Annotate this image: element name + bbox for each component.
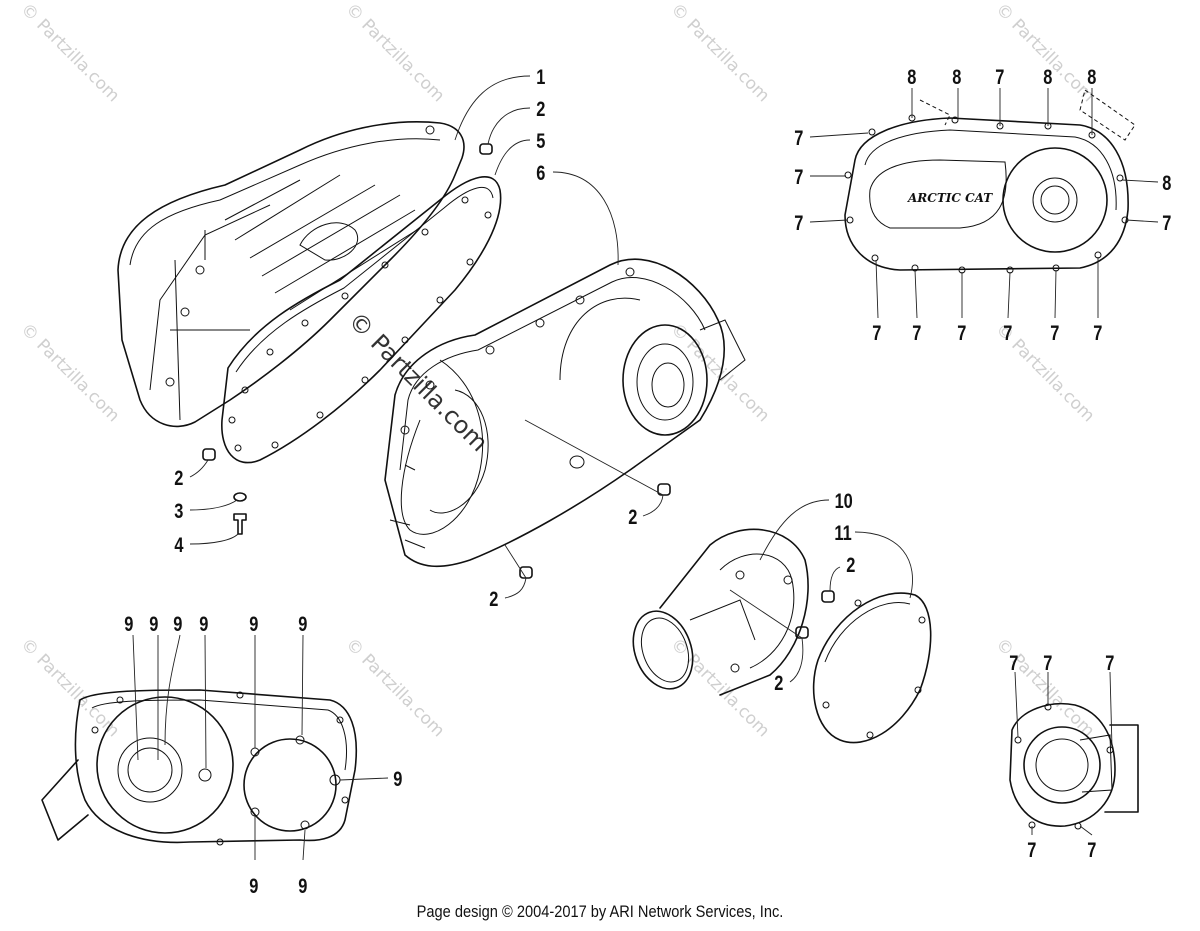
callout-9: 9 — [298, 874, 307, 897]
callout-7: 7 — [1009, 651, 1018, 674]
watermark: © Partzilla.com — [16, 319, 123, 426]
callout-labels: 1 2 5 6 2 3 4 2 2 10 11 2 2 8 8 7 8 8 7 … — [124, 65, 1171, 897]
callout-1: 1 — [536, 65, 545, 88]
callout-8: 8 — [1162, 171, 1171, 194]
watermark: © Partzilla.com — [666, 319, 773, 426]
outer-clutch-cover — [117, 121, 465, 428]
callout-7: 7 — [1087, 838, 1096, 861]
callout-4: 4 — [174, 533, 184, 556]
callout-9: 9 — [173, 612, 182, 635]
small-cover-view — [1009, 703, 1139, 830]
callout-7: 7 — [794, 165, 803, 188]
callout-7: 7 — [872, 321, 881, 344]
watermark: © Partzilla.com — [666, 0, 773, 106]
callout-2: 2 — [536, 97, 545, 120]
callout-7: 7 — [1093, 321, 1102, 344]
callout-8: 8 — [952, 65, 961, 88]
watermark: © Partzilla.com — [341, 634, 448, 741]
callout-7: 7 — [1043, 651, 1052, 674]
callout-2: 2 — [846, 553, 855, 576]
callout-7: 7 — [912, 321, 921, 344]
watermark: © Partzilla.com — [991, 0, 1098, 106]
callout-5: 5 — [536, 129, 545, 152]
callout-7: 7 — [794, 211, 803, 234]
callout-8: 8 — [907, 65, 916, 88]
watermark: © Partzilla.com — [341, 0, 448, 106]
callout-6: 6 — [536, 161, 545, 184]
callout-7: 7 — [1105, 651, 1114, 674]
callout-7: 7 — [794, 126, 803, 149]
callout-10: 10 — [835, 489, 853, 512]
callout-2: 2 — [774, 671, 783, 694]
callout-2: 2 — [628, 505, 637, 528]
cover-assembly-view: ARCTIC CAT — [844, 89, 1136, 274]
callout-2: 2 — [174, 466, 183, 489]
callout-9: 9 — [249, 612, 258, 635]
callout-7: 7 — [1050, 321, 1059, 344]
callout-7: 7 — [1003, 321, 1012, 344]
callout-7: 7 — [995, 65, 1004, 88]
callout-8: 8 — [1087, 65, 1096, 88]
watermark: © Partzilla.com — [16, 634, 123, 741]
callout-9: 9 — [124, 612, 133, 635]
callout-2: 2 — [489, 587, 498, 610]
callout-7: 7 — [1027, 838, 1036, 861]
callout-9: 9 — [199, 612, 208, 635]
air-duct-housing — [632, 528, 809, 696]
callout-7: 7 — [957, 321, 966, 344]
callout-8: 8 — [1043, 65, 1052, 88]
inner-clutch-cover — [384, 258, 746, 568]
callout-11: 11 — [834, 521, 851, 544]
cover-assembly-bottom-view — [41, 689, 358, 846]
callout-7: 7 — [1162, 211, 1171, 234]
callout-9: 9 — [298, 612, 307, 635]
watermark: © Partzilla.com — [666, 634, 773, 741]
callout-3: 3 — [174, 499, 183, 522]
copyright-footer: Page design © 2004-2017 by ARI Network S… — [416, 902, 784, 921]
brand-logo: ARCTIC CAT — [907, 191, 993, 205]
callout-9: 9 — [149, 612, 158, 635]
callout-9: 9 — [249, 874, 258, 897]
watermark: © Partzilla.com — [16, 0, 123, 106]
leader-lines — [132, 75, 1159, 861]
duct-gasket — [812, 592, 932, 744]
cover-gasket — [221, 176, 502, 464]
callout-9: 9 — [393, 767, 402, 790]
